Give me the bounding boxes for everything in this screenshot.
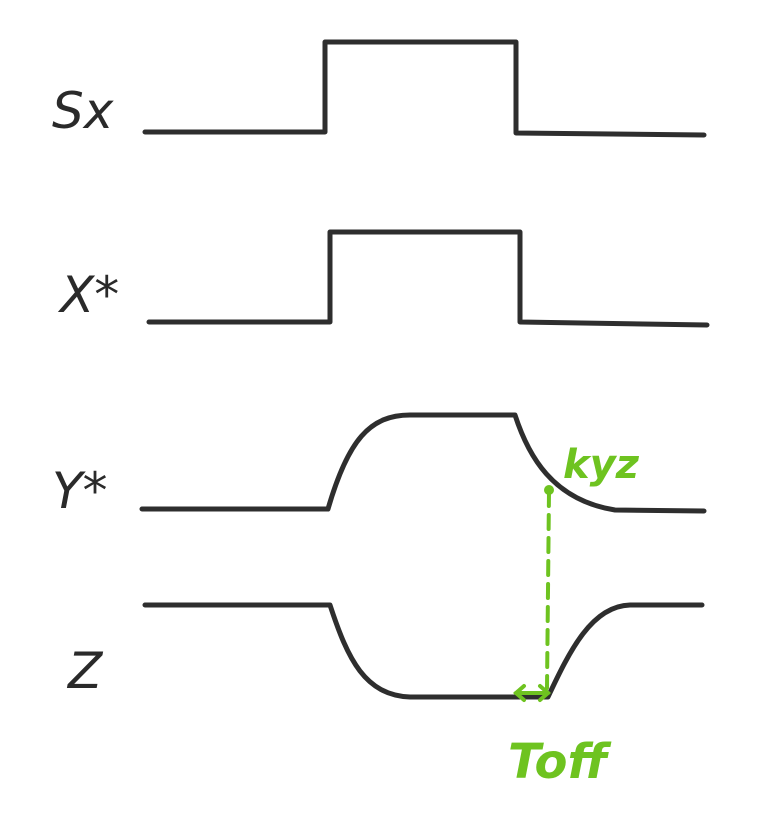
signal-label-sx: Sx — [52, 82, 114, 140]
waveform-y-star — [139, 412, 707, 514]
signal-label-x-star: X* — [57, 266, 119, 324]
waveform-sx — [142, 39, 707, 138]
signal-label-z: Z — [66, 642, 104, 700]
toff-arrowhead-right — [538, 684, 552, 702]
signal-label-y-star: Y* — [52, 462, 108, 520]
waveform-z — [142, 602, 705, 700]
waveform-x-star — [146, 229, 710, 328]
kyz-label: kyz — [563, 442, 640, 488]
toff-arrowhead-left — [512, 684, 526, 702]
toff-label: Toff — [508, 734, 612, 790]
kyz-dashed-guide — [545, 490, 551, 690]
